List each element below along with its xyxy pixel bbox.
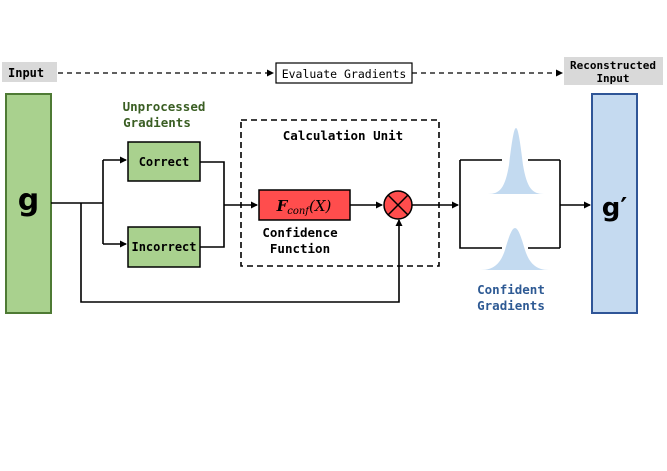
formula-arg: (X) — [309, 197, 332, 215]
reconstructed-label-line1: Reconstructed — [570, 59, 656, 72]
formula-main: F — [276, 197, 289, 215]
top-flow: Input Evaluate Gradients Reconstructed I… — [2, 57, 663, 85]
confident-gradients-line1: Confident — [477, 282, 545, 297]
correct-box — [127, 141, 201, 182]
reconstructed-label-line2: Input — [596, 72, 629, 85]
reconstructed-label-box — [564, 57, 663, 85]
confidence-function-line1: Confidence — [262, 225, 338, 240]
calculation-unit-box — [240, 119, 440, 267]
confidence-function-line2: Function — [270, 241, 330, 256]
confidence-function-formula: Fconf(X) — [276, 197, 332, 217]
input-label: Input — [8, 66, 44, 80]
correct-label: Correct — [139, 155, 190, 169]
multiply-node — [383, 190, 413, 220]
input-g-label: g — [18, 183, 39, 218]
confident-gradients-line2: Gradients — [477, 298, 545, 313]
evaluate-gradients-label: Evaluate Gradients — [282, 67, 407, 81]
output-g-prime-label: g′ — [602, 193, 628, 223]
confidence-distributions — [459, 128, 591, 270]
unprocessed-gradients-line1: Unprocessed — [123, 99, 206, 114]
formula-sub: conf — [287, 206, 311, 217]
input-connections — [51, 156, 403, 303]
output-g-prime-block — [591, 93, 638, 314]
incorrect-label: Incorrect — [131, 240, 196, 254]
bell-curve-top — [488, 128, 544, 194]
merge-connections — [200, 161, 258, 248]
input-g-block — [5, 93, 52, 314]
calculation-unit-label: Calculation Unit — [283, 128, 403, 143]
bell-curve-bottom — [481, 228, 549, 270]
incorrect-box — [127, 226, 201, 268]
unprocessed-gradients-line2: Gradients — [123, 115, 191, 130]
input-label-box — [2, 62, 57, 82]
